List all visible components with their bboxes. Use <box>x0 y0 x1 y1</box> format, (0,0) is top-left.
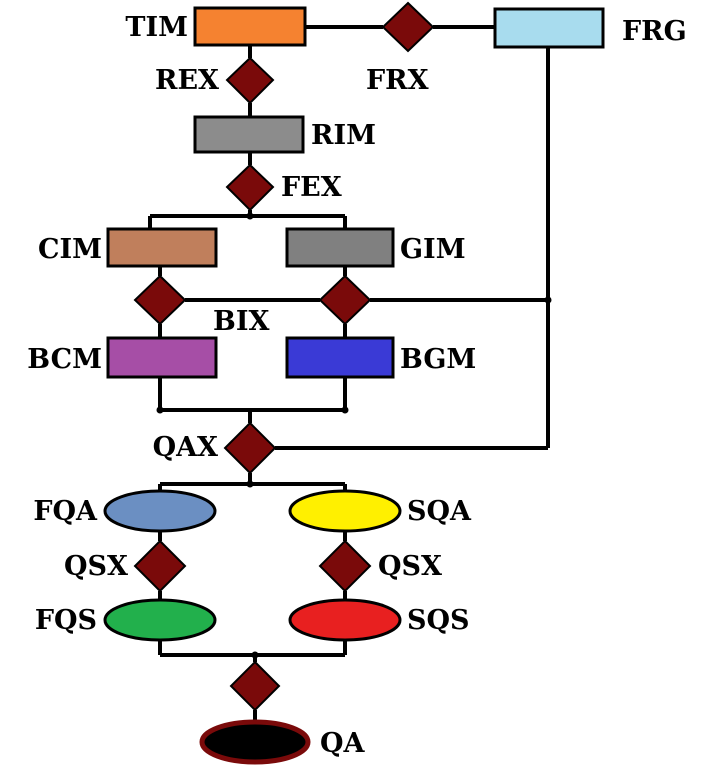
node-cim-box <box>106 227 218 268</box>
qax-diamond <box>223 421 277 475</box>
bix-right-diamond <box>318 274 372 326</box>
link-rex-label: REX <box>155 65 219 96</box>
rex-diamond <box>225 56 275 105</box>
node-gim-label: GIM <box>400 234 466 265</box>
node-fqa-label: FQA <box>33 496 98 527</box>
node-qa-label: QA <box>320 728 366 759</box>
node-sqa-label: SQA <box>407 496 472 527</box>
qsx-left-diamond <box>133 539 187 593</box>
node-frg-label: FRG <box>622 16 687 47</box>
node-sqs-ellipse <box>288 598 402 642</box>
fex-diamond <box>225 163 275 212</box>
node-fqa-ellipse <box>103 489 217 533</box>
link-frx-label: FRX <box>366 65 429 96</box>
node-sqa-ellipse <box>288 489 402 533</box>
node-gim-box <box>285 227 395 268</box>
node-rim-label: RIM <box>311 120 376 151</box>
node-bgm-box <box>285 336 395 379</box>
node-fqs-ellipse <box>103 598 217 642</box>
node-sqs-label: SQS <box>407 605 470 636</box>
node-frg-box <box>493 7 605 49</box>
link-fex-label: FEX <box>281 172 342 203</box>
junction-dots <box>156 212 552 659</box>
link-bix-label: BIX <box>213 306 269 337</box>
node-bcm-box <box>106 336 218 379</box>
link-qsx-left-label: QSX <box>64 551 128 582</box>
node-cim-label: CIM <box>38 234 102 265</box>
bix-left-diamond <box>133 274 187 326</box>
qsx-right-diamond <box>318 539 372 593</box>
node-tim-label: TIM <box>125 12 188 43</box>
frx-diamond <box>381 1 435 53</box>
node-bcm-label: BCM <box>27 344 102 375</box>
connector-lines <box>148 25 550 722</box>
qa-merge-diamond <box>229 660 281 712</box>
node-bgm-label: BGM <box>400 344 476 375</box>
node-fqs-label: FQS <box>35 605 97 636</box>
node-rim-box <box>193 115 305 154</box>
link-qsx-right-label: QSX <box>378 551 442 582</box>
node-tim-box <box>193 6 307 47</box>
node-qa-ellipse <box>199 719 311 765</box>
link-qax-label: QAX <box>153 432 218 463</box>
